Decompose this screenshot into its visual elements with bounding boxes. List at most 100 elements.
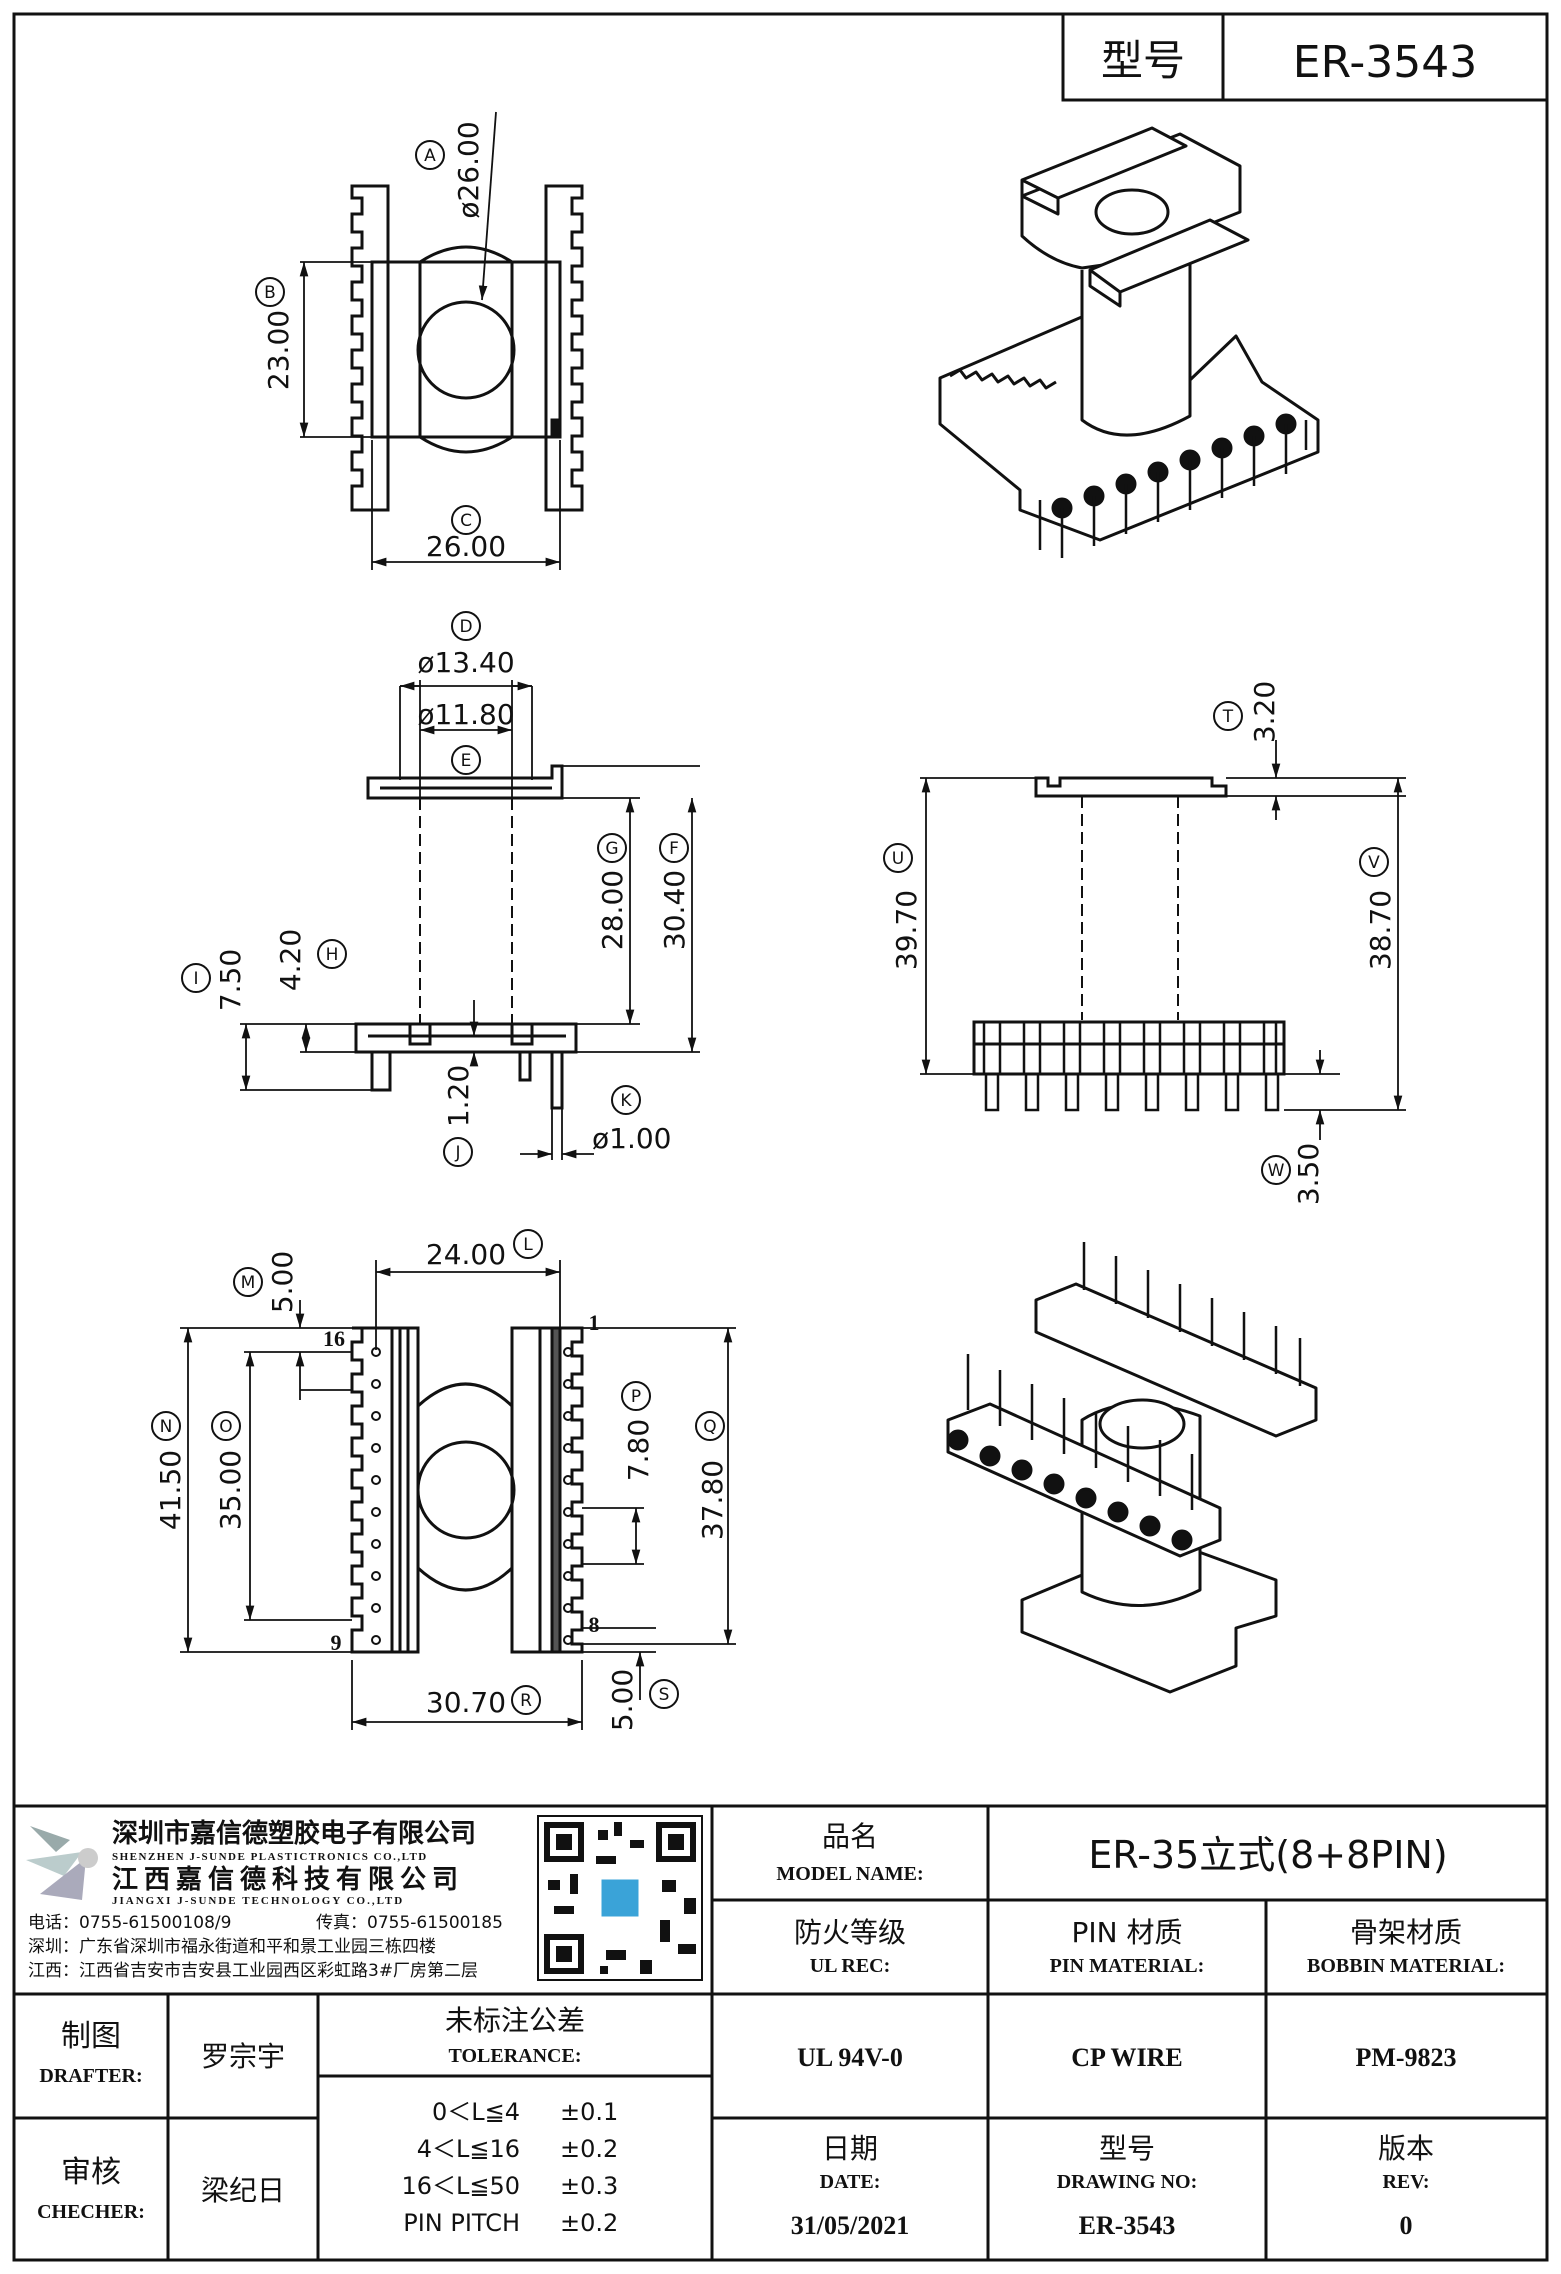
dim-t-value: 3.20 <box>1248 681 1281 743</box>
tolerance-row: 16＜L≦50 ±0.3 <box>401 2172 618 2200</box>
header-model-label: 型号 <box>1101 36 1185 85</box>
top-view-dims <box>299 111 561 570</box>
svg-text:F: F <box>669 839 679 859</box>
rev-value: 0 <box>1400 2211 1413 2240</box>
drafter-name: 罗宗宇 <box>201 2040 285 2073</box>
model-name-value: ER-35立式(8+8PIN) <box>1088 1833 1447 1877</box>
dim-u-value: 39.70 <box>890 890 923 970</box>
drafter-label-cn: 制图 <box>61 2019 121 2054</box>
dim-tag-e: E <box>451 745 481 775</box>
pin-number-8: 8 <box>589 1612 600 1637</box>
dim-h-value: 4.20 <box>274 929 307 991</box>
dim-i-value: 7.50 <box>214 949 247 1011</box>
drawing-no-value: ER-3543 <box>1079 2211 1176 2240</box>
svg-text:E: E <box>461 751 472 771</box>
front-view-dims <box>240 680 700 1160</box>
svg-text:M: M <box>241 1273 256 1293</box>
dim-tag-m: M <box>233 1267 263 1297</box>
dim-tag-u: U <box>883 843 913 873</box>
company2-name-en: JIANGXI J-SUNDE TECHNOLOGY CO.,LTD <box>112 1895 404 1907</box>
svg-text:0＜L≦4: 0＜L≦4 <box>432 2098 520 2126</box>
svg-text:A: A <box>424 146 436 166</box>
dim-tag-w: W <box>1261 1155 1291 1185</box>
drafter-label-en: DRAFTER: <box>39 2065 142 2087</box>
svg-text:±0.1: ±0.1 <box>560 2098 618 2126</box>
dim-tag-c: C <box>451 505 481 535</box>
company-logo-icon <box>26 1826 98 1900</box>
dim-tag-r: R <box>511 1685 541 1715</box>
dim-tag-p: P <box>621 1381 651 1411</box>
dim-tag-q: Q <box>695 1411 725 1441</box>
svg-text:±0.2: ±0.2 <box>560 2209 618 2237</box>
svg-text:O: O <box>219 1417 232 1437</box>
dim-n-value: 41.50 <box>154 1450 187 1530</box>
dim-d-value: ø13.40 <box>417 646 514 679</box>
dim-w-value: 3.50 <box>1292 1143 1325 1205</box>
sheet-border <box>12 12 1549 2262</box>
dim-r-value: 30.70 <box>426 1686 506 1719</box>
dim-f-value: 30.40 <box>658 870 691 950</box>
dim-tag-a: A <box>415 140 445 170</box>
pin-value: CP WIRE <box>1071 2043 1183 2072</box>
checker-name: 梁纪日 <box>201 2174 285 2207</box>
pin-label-cn: PIN 材质 <box>1072 1916 1183 1949</box>
dim-tag-f: F <box>659 833 689 863</box>
ul-value: UL 94V-0 <box>797 2043 903 2072</box>
dim-p-value: 7.80 <box>622 1419 655 1481</box>
svg-text:P: P <box>631 1387 641 1407</box>
header-model-value: ER-3543 <box>1293 37 1477 88</box>
dim-inner-value: ø11.80 <box>417 698 514 731</box>
side-view <box>972 776 1286 1112</box>
drawing-no-label-cn: 型号 <box>1099 2132 1155 2165</box>
checker-label-en: CHECHER: <box>37 2201 145 2223</box>
dim-tag-g: G <box>597 833 627 863</box>
date-label-en: DATE: <box>820 2171 881 2193</box>
dim-s-value: 5.00 <box>606 1669 639 1731</box>
model-name-label-cn: 品名 <box>822 1820 878 1853</box>
tolerance-label-cn: 未标注公差 <box>445 2004 585 2037</box>
ul-label-cn: 防火等级 <box>794 1916 906 1949</box>
company-name-cn: 深圳市嘉信德塑胶电子有限公司 <box>112 1818 476 1849</box>
front-view <box>354 764 578 1110</box>
rev-label-en: REV: <box>1382 2171 1429 2193</box>
svg-text:V: V <box>1368 853 1380 873</box>
dim-tag-v: V <box>1359 847 1389 877</box>
header-model-box: 型号 ER-3543 <box>1061 12 1549 102</box>
svg-text:R: R <box>520 1691 532 1711</box>
dim-m-value: 5.00 <box>266 1251 299 1313</box>
dim-tag-t: T <box>1213 701 1243 731</box>
dim-j-value: 1.20 <box>442 1065 475 1127</box>
svg-text:L: L <box>523 1235 533 1255</box>
svg-text:4＜L≦16: 4＜L≦16 <box>417 2135 520 2163</box>
drawing-no-label-en: DRAWING NO: <box>1057 2171 1198 2193</box>
svg-text:H: H <box>326 945 339 965</box>
dim-k-value: ø1.00 <box>592 1122 671 1155</box>
tolerance-row: 4＜L≦16 ±0.2 <box>417 2135 619 2163</box>
bottom-view-dims <box>180 1260 736 1730</box>
pin-number-16: 16 <box>323 1326 345 1351</box>
pin-number-1: 1 <box>589 1310 600 1335</box>
date-label-cn: 日期 <box>822 2132 878 2165</box>
iso-view-top <box>938 126 1320 558</box>
material-value-row: UL 94V-0 CP WIRE PM-9823 <box>797 2043 1456 2072</box>
company2-name-cn: 江西嘉信德科技有限公司 <box>112 1865 464 1895</box>
svg-text:±0.3: ±0.3 <box>560 2172 618 2200</box>
bottom-view-labels: L 24.00 M 5.00 N 41.50 O 35.00 P 7.80 Q … <box>151 1229 729 1731</box>
svg-text:G: G <box>605 839 618 859</box>
iso-view-bottom <box>946 1242 1318 1694</box>
company-address-1: 深圳：广东省深圳市福永街道和平和景工业园三栋四楼 <box>28 1937 436 1957</box>
dim-q-value: 37.80 <box>696 1460 729 1540</box>
top-view-labels: A ø26.00 B 23.00 C 26.00 <box>255 121 506 563</box>
dim-tag-l: L <box>513 1229 543 1259</box>
drafter-cell: 制图 DRAFTER: 罗宗宇 <box>39 2019 285 2087</box>
checker-cell: 审核 CHECHER: 梁纪日 <box>37 2155 285 2223</box>
model-name-label-en: MODEL NAME: <box>776 1863 923 1885</box>
company-block: 深圳市嘉信德塑胶电子有限公司 SHENZHEN J-SUNDE PLASTICT… <box>26 1815 703 1981</box>
svg-text:N: N <box>160 1417 173 1437</box>
pin-label-en: PIN MATERIAL: <box>1050 1955 1205 1977</box>
tolerance-row: PIN PITCH ±0.2 <box>403 2209 618 2237</box>
bobbin-value: PM-9823 <box>1355 2043 1456 2072</box>
svg-text:Q: Q <box>703 1417 716 1437</box>
dim-tag-k: K <box>611 1085 641 1115</box>
